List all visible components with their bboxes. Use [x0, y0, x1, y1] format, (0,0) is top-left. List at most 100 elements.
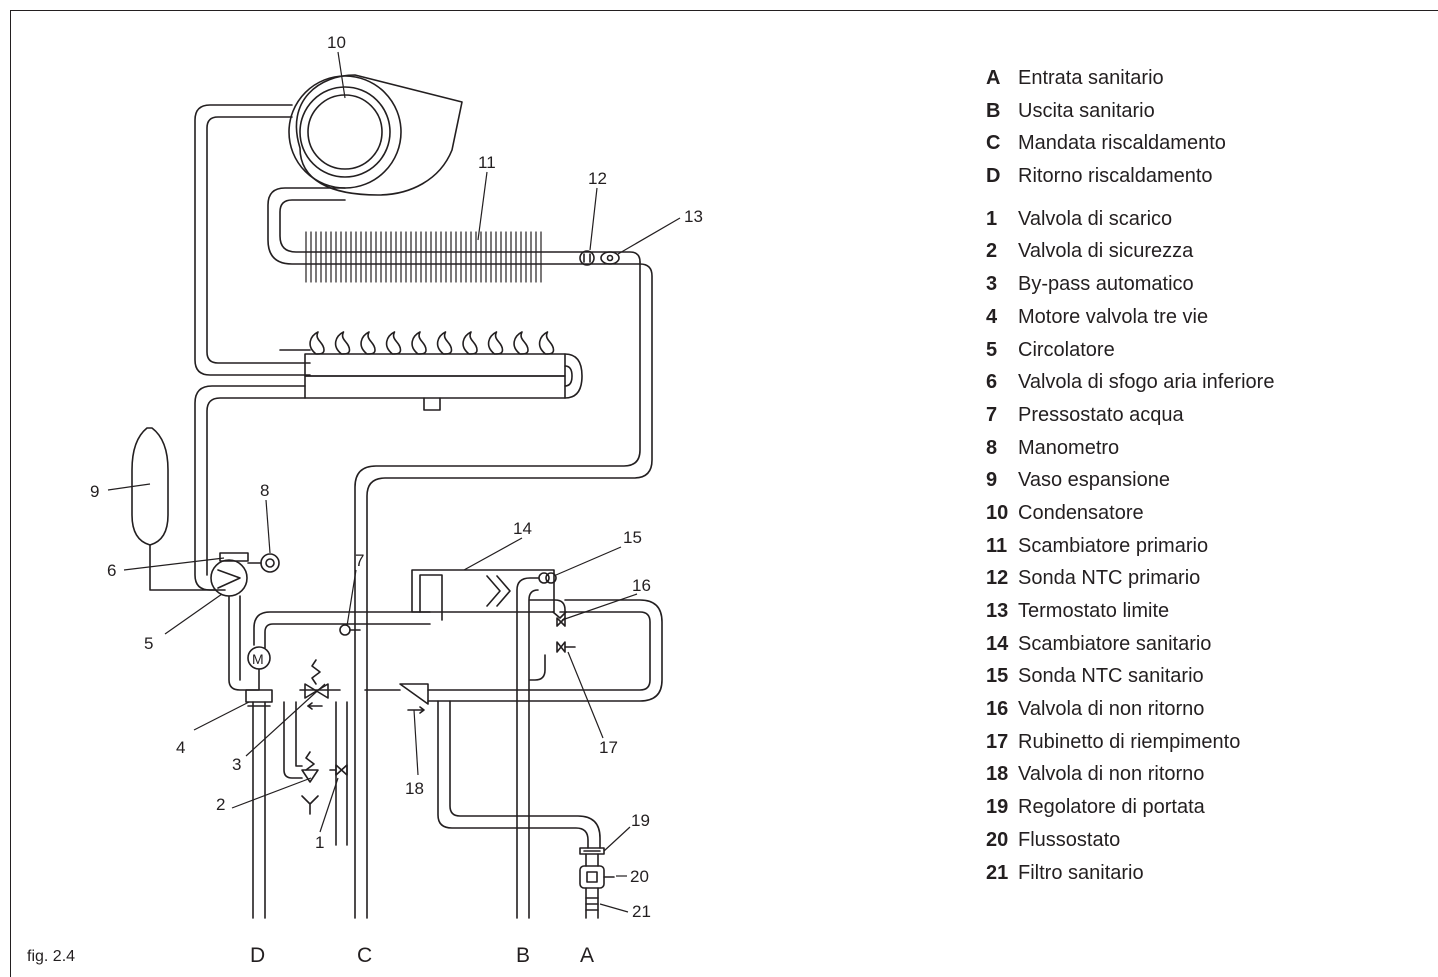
pipe-pump-loop [194, 385, 306, 591]
legend-key: 6 [986, 371, 998, 394]
callout-2: 2 [216, 795, 225, 814]
callout-6: 6 [107, 561, 116, 580]
legend-key: 19 [986, 796, 1009, 819]
flame-icon [334, 331, 351, 355]
callout-15: 15 [623, 528, 642, 547]
callout-11: 11 [478, 153, 496, 172]
svg-text:M: M [252, 651, 264, 667]
legend-key: 4 [986, 305, 998, 328]
expansion-vessel [131, 427, 216, 591]
callout-17: 17 [599, 738, 618, 757]
legend-key: 8 [986, 436, 998, 459]
callout-16: 16 [632, 576, 651, 595]
callout-21: 21 [632, 902, 651, 921]
legend-key: 16 [986, 698, 1009, 721]
legend-key: 21 [986, 861, 1009, 884]
primary-exchanger [267, 187, 653, 919]
callout-13: 13 [684, 207, 703, 226]
flame-icon [513, 331, 529, 355]
legend-key: 3 [986, 273, 998, 296]
flame-icon [411, 331, 427, 355]
pump-group [210, 552, 280, 597]
legend-item-16: 16 Valvola di non ritorno [986, 693, 1426, 726]
callout-1: 1 [315, 833, 324, 852]
connection-D: D [250, 944, 265, 967]
legend-key: 15 [986, 665, 1009, 688]
legend-text: Filtro sanitario [1018, 861, 1144, 884]
legend-text: Motore valvola tre vie [1018, 305, 1209, 328]
legend-text: Valvola di sicurezza [1018, 240, 1194, 263]
callout-9: 9 [90, 482, 99, 501]
legend-item-10: 10 Condensatore [986, 497, 1426, 530]
flame-icon [360, 331, 376, 355]
dhw-circuit [516, 577, 576, 919]
callout-8: 8 [260, 481, 269, 500]
callout-12: 12 [588, 169, 607, 188]
pressure-switch [339, 624, 361, 636]
legend-text: Regolatore di portata [1018, 796, 1205, 819]
legend-item-19: 19 Regolatore di portata [986, 791, 1426, 824]
legend-key: 18 [986, 763, 1009, 786]
legend-text: Sonda NTC sanitario [1018, 665, 1204, 688]
burner [304, 331, 583, 411]
flame-icon [385, 331, 402, 355]
callout-labels: 10 11 12 13 9 8 6 5 7 14 15 16 17 4 3 2 … [90, 33, 703, 921]
legend-text: Uscita sanitario [1018, 99, 1155, 122]
sensors-primary [579, 250, 620, 266]
callout-4: 4 [176, 738, 185, 757]
legend-item-15: 15 Sonda NTC sanitario [986, 660, 1426, 693]
legend-key: 10 [986, 501, 1009, 524]
legend-text: Termostato limite [1018, 600, 1170, 622]
flame-icon [538, 331, 555, 355]
figure-caption: fig. 2.4 [27, 948, 76, 965]
legend-key: D [986, 165, 1001, 188]
legend-text: Valvola di non ritorno [1018, 698, 1205, 721]
legend-text: Vaso espansione [1018, 469, 1170, 492]
legend-item-13: 13 Termostato limite [986, 595, 1426, 628]
legend-text: Circolatore [1018, 338, 1115, 361]
legend-item-21: 21 Filtro sanitario [986, 857, 1426, 890]
legend-key: C [986, 132, 1001, 155]
connection-C: C [357, 944, 372, 967]
callout-19: 19 [631, 811, 650, 830]
connection-labels: D C B A [250, 944, 594, 967]
pipe-to-three-way [228, 595, 663, 702]
legend-text: Flussostato [1018, 828, 1121, 851]
callout-7: 7 [355, 551, 364, 570]
connection-A: A [580, 944, 594, 967]
legend-text: Scambiatore primario [1018, 534, 1209, 557]
legend-text: Sonda NTC primario [1018, 567, 1201, 590]
legend-key: 5 [986, 338, 998, 361]
connection-B: B [516, 944, 530, 967]
legend-text: Condensatore [1018, 501, 1144, 524]
legend-text: Pressostato acqua [1018, 403, 1184, 426]
legend-key: A [986, 67, 1001, 89]
callout-20: 20 [630, 867, 649, 886]
callout-5: 5 [144, 634, 153, 653]
bypass-valve [304, 659, 329, 710]
callout-leaders [107, 51, 681, 913]
flame-icon [487, 331, 504, 355]
pipe-left-loop [194, 104, 311, 376]
check-valve-18 [399, 683, 429, 714]
legend-item-7: 7 Pressostato acqua [986, 399, 1426, 432]
legend-key: 13 [986, 600, 1009, 622]
callout-10: 10 [327, 33, 346, 52]
flame-icon [436, 331, 453, 355]
legend-key: 7 [986, 403, 998, 426]
legend-item-4: 4 Motore valvola tre vie [986, 301, 1426, 334]
